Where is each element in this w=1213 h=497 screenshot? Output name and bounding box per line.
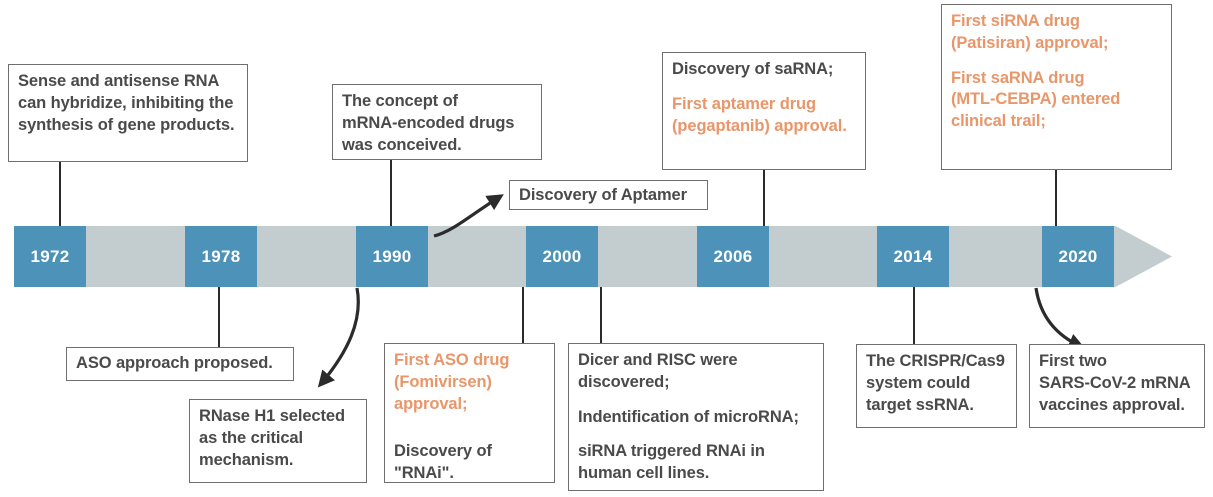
event-text-line: Discovery of saRNA; xyxy=(672,60,834,78)
event-text-line: First siRNA drug xyxy=(951,12,1080,30)
event-text-line: Indentification of microRNA; xyxy=(578,407,799,426)
event-box-1990-above[interactable]: The concept of mRNA-encoded drugs was co… xyxy=(332,84,542,160)
event-text-line: vaccines approval. xyxy=(1039,395,1185,414)
event-text-line: as the critical xyxy=(199,428,303,447)
event-text-line: was conceived. xyxy=(342,135,462,154)
event-text-line: (Patisiran) approval; xyxy=(951,33,1109,52)
year-label: 2000 xyxy=(542,246,582,266)
connector-1978-down xyxy=(218,287,221,347)
event-box-1978-rnaseh1[interactable]: RNase H1 selected as the critical mechan… xyxy=(189,399,367,483)
year-marker-1978[interactable]: 1978 xyxy=(185,226,257,287)
event-text-line: system could xyxy=(866,373,971,392)
event-text-line: human cell lines. xyxy=(578,464,710,483)
year-label: 2006 xyxy=(713,246,753,266)
arrow-1990-to-rnaseh1 xyxy=(317,287,360,388)
event-text-line: First saRNA drug xyxy=(951,68,1085,87)
connector-2000-down-b xyxy=(600,287,603,343)
year-marker-2014[interactable]: 2014 xyxy=(877,226,949,287)
year-label: 2014 xyxy=(893,246,933,266)
connector-2014-down xyxy=(913,287,916,344)
event-box-2014[interactable]: The CRISPR/Cas9 system could target ssRN… xyxy=(856,344,1017,428)
event-text-line: synthesis of gene products. xyxy=(18,115,235,134)
event-box-1978-aso[interactable]: ASO approach proposed. xyxy=(66,347,294,381)
connector-1990-up xyxy=(390,160,393,226)
event-text-line: target ssRNA. xyxy=(866,395,974,414)
event-text-line: mechanism. xyxy=(199,450,294,469)
event-text-line: (pegaptanib) approval. xyxy=(672,116,847,135)
event-box-aptamer[interactable]: Discovery of Aptamer xyxy=(509,180,708,210)
year-marker-1990[interactable]: 1990 xyxy=(356,226,428,287)
event-text-line: The concept of xyxy=(342,92,458,110)
event-box-2020-vaccines[interactable]: First two SARS-CoV-2 mRNA vaccines appro… xyxy=(1029,344,1205,428)
event-text-line: RNase H1 selected xyxy=(199,407,345,425)
year-marker-2006[interactable]: 2006 xyxy=(697,226,769,287)
year-label: 2020 xyxy=(1058,246,1098,266)
event-text-line: First ASO drug xyxy=(394,351,510,369)
year-marker-2000[interactable]: 2000 xyxy=(526,226,598,287)
event-box-2020-above[interactable]: First siRNA drug (Patisiran) approval; F… xyxy=(941,4,1172,170)
event-box-2000-aso[interactable]: First ASO drug (Fomivirsen) approval; Di… xyxy=(384,343,555,483)
arrow-2020-to-vaccines xyxy=(1034,287,1086,350)
year-label: 1990 xyxy=(372,246,412,266)
event-text-line: (MTL-CEBPA) entered xyxy=(951,90,1121,109)
event-text-line: First two xyxy=(1039,352,1107,370)
connector-2020-up xyxy=(1055,170,1058,226)
event-text-line: First aptamer drug xyxy=(672,94,816,113)
event-box-1972[interactable]: Sense and antisense RNA can hybridize, i… xyxy=(8,64,248,162)
event-text-line: SARS-CoV-2 mRNA xyxy=(1039,373,1191,392)
event-text-line: siRNA triggered RNAi in xyxy=(578,442,765,461)
event-text-line: can hybridize, inhibiting the xyxy=(18,93,234,112)
year-label: 1972 xyxy=(30,246,70,266)
event-box-2000-dicer[interactable]: Dicer and RISC were discovered; Indentif… xyxy=(568,343,824,491)
event-text-line: (Fomivirsen) xyxy=(394,372,492,391)
connector-2000-down-a xyxy=(522,287,525,344)
event-text-line: The CRISPR/Cas9 xyxy=(866,352,1005,370)
event-text-line: ASO approach proposed. xyxy=(76,354,273,372)
event-box-2006[interactable]: Discovery of saRNA; First aptamer drug (… xyxy=(662,52,866,170)
event-text-line: Sense and antisense RNA xyxy=(18,72,220,90)
event-text-line: Dicer and RISC were xyxy=(578,351,738,369)
event-text-line: clinical trail; xyxy=(951,112,1046,131)
year-marker-2020[interactable]: 2020 xyxy=(1042,226,1114,287)
connector-1972-up xyxy=(59,162,62,226)
event-text-line: Discovery of "RNAi". xyxy=(394,442,492,483)
year-marker-1972[interactable]: 1972 xyxy=(14,226,86,287)
event-text-line: Discovery of Aptamer xyxy=(519,186,687,204)
year-label: 1978 xyxy=(201,246,241,266)
event-text-line: approval; xyxy=(394,394,468,413)
connector-2006-up xyxy=(763,170,766,226)
event-text-line: discovered; xyxy=(578,372,670,391)
event-text-line: mRNA-encoded drugs xyxy=(342,113,515,132)
